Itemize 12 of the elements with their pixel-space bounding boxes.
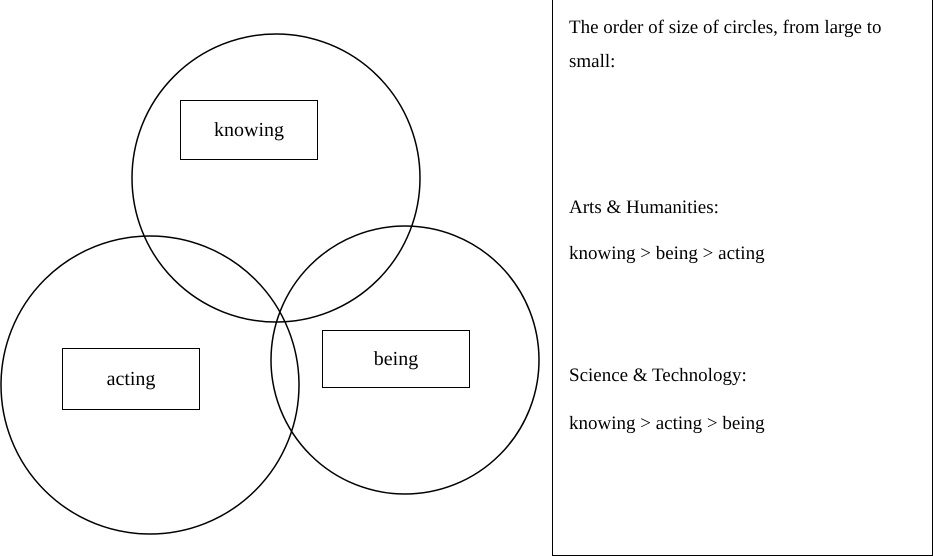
- label-box: knowing: [180, 100, 318, 160]
- label-box: acting: [62, 348, 200, 410]
- note-text: Science & Technology:: [569, 364, 748, 388]
- ranking-text: knowing > being > acting: [569, 242, 766, 266]
- circle-outline: [131, 33, 421, 323]
- circle-outline: [0, 235, 300, 535]
- circle-outline: [270, 225, 540, 495]
- ranking-text: knowing > acting > being: [569, 412, 766, 436]
- label-box: being: [322, 330, 470, 388]
- note-text: Arts & Humanities:: [569, 196, 720, 220]
- note-panel: [552, 0, 933, 556]
- note-text: The order of size of circles, from large to small:: [569, 16, 882, 74]
